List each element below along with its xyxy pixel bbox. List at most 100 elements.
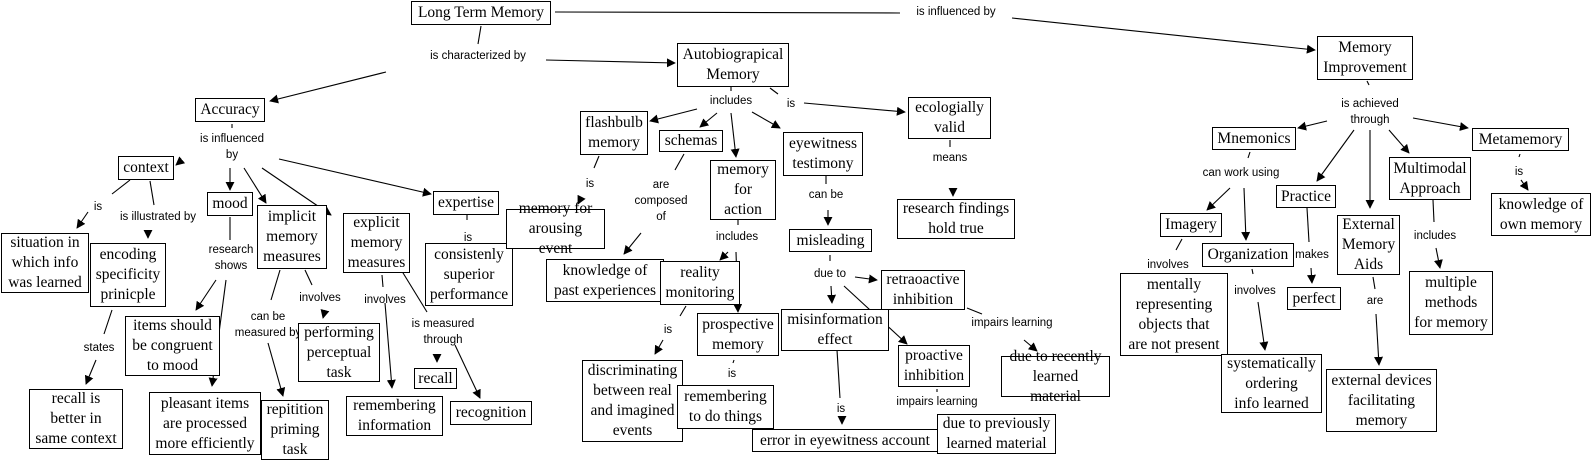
link-includes-to-multiple <box>1433 247 1443 269</box>
concept-recently-learned[interactable]: due to recently learned material <box>1001 348 1110 405</box>
link-label: is <box>836 403 846 415</box>
concept-mnemonics[interactable]: Mnemonics <box>1212 127 1296 150</box>
concept-previously-learned[interactable]: due to previously learned material <box>937 414 1056 454</box>
concept-remembering-information[interactable]: remembering information <box>346 396 443 436</box>
link-label: makes <box>1295 249 1329 261</box>
concept-retroactive-inhibition[interactable]: retraoactive inhibition <box>881 270 965 310</box>
link-label: includes <box>1413 230 1457 242</box>
link-mnemonics-to-workusing <box>1247 151 1251 159</box>
concept-knowledge-own-memory[interactable]: knowledge of own memory <box>1491 193 1591 236</box>
link-explicit-to-measured <box>399 267 428 313</box>
concept-consistently-superior[interactable]: consistenly superior performance <box>425 243 513 306</box>
link-retro-to-impairs <box>966 307 983 315</box>
link-label: is characterized by <box>430 50 526 62</box>
concept-external-memory-aids[interactable]: External Memory Aids <box>1337 215 1400 275</box>
concept-arousing-event[interactable]: memory for arousing event <box>506 200 605 257</box>
link-is-to-arousing <box>577 194 586 205</box>
link-label: is <box>585 178 595 190</box>
concept-pleasant-items[interactable]: pleasant items are processed more effici… <box>149 392 261 455</box>
link-flashbulb-to-is <box>593 155 600 169</box>
concept-accuracy[interactable]: Accuracy <box>195 98 265 122</box>
link-achieved-to-practice <box>1316 129 1355 182</box>
link-label: is <box>93 201 103 213</box>
concept-recognition[interactable]: recognition <box>450 401 532 425</box>
concept-congruent-to-mood[interactable]: items should be congruent to mood <box>125 316 220 376</box>
link-achieved-to-mnemonics <box>1297 120 1328 131</box>
link-label: is illustrated by <box>119 211 197 223</box>
concept-systematically-ordering[interactable]: systematically ordering info learned <box>1221 354 1322 413</box>
concept-proactive-inhibition[interactable]: proactive inhibition <box>898 345 970 387</box>
link-implicit-to-measured <box>270 269 281 301</box>
concept-organization[interactable]: Organization <box>1202 243 1294 267</box>
concept-perceptual-task[interactable]: performing perceptual task <box>298 323 380 382</box>
concept-mood[interactable]: mood <box>207 192 253 216</box>
link-includes-to-flashbulb <box>649 108 698 124</box>
link-metamemory-to-is <box>1518 153 1521 158</box>
link-acc-to-implicit <box>243 167 267 204</box>
link-makes-to-perfect <box>1306 267 1316 284</box>
link-achieved-to-metamemory <box>1412 117 1469 131</box>
link-characterized-to-autobio <box>545 58 676 68</box>
link-imagery-to-involves <box>1175 238 1183 251</box>
concept-reality-monitoring[interactable]: reality monitoring <box>660 261 740 305</box>
link-is-to-situation <box>76 211 89 229</box>
link-memimp-to-achieved <box>1366 80 1370 86</box>
concept-remembering-to-do[interactable]: remembering to do things <box>677 385 774 429</box>
link-label: is <box>663 324 673 336</box>
concept-multiple-methods[interactable]: multiple methods for memory <box>1409 271 1493 335</box>
link-label: is <box>1514 166 1524 178</box>
concept-discriminating-events[interactable]: discriminating between real and imagined… <box>582 360 683 442</box>
concept-context[interactable]: context <box>118 156 174 180</box>
concept-mentally-representing[interactable]: mentally representing objects that are n… <box>1120 273 1228 356</box>
concept-implicit-memory-measures[interactable]: implicit memory measures <box>257 205 327 269</box>
link-label: involves <box>1147 259 1189 271</box>
concept-schemas[interactable]: schemas <box>659 130 723 152</box>
concept-expertise[interactable]: expertise <box>433 191 499 215</box>
concept-knowledge-past[interactable]: knowledge of past experiences <box>546 259 664 302</box>
link-label: research shows <box>208 244 254 272</box>
link-prospective-to-is <box>732 359 735 364</box>
link-label: can be <box>808 189 844 201</box>
concept-memory-improvement[interactable]: Memory Improvement <box>1317 36 1413 80</box>
link-is-to-own <box>1519 179 1529 191</box>
concept-imagery[interactable]: Imagery <box>1160 213 1222 237</box>
concept-ecologically-valid[interactable]: ecologially valid <box>908 97 991 139</box>
concept-perfect[interactable]: perfect <box>1287 287 1341 310</box>
link-autobio-to-is <box>769 87 779 95</box>
concept-situation-learned[interactable]: situation in which info was learned <box>1 233 89 293</box>
concept-practice[interactable]: Practice <box>1276 185 1336 208</box>
link-are-to-devices <box>1374 313 1384 366</box>
link-achieved-to-multimodal <box>1388 129 1410 154</box>
concept-eyewitness-testimony[interactable]: eyewitness testimony <box>783 132 863 176</box>
concept-memory-for-action[interactable]: memory for action <box>710 160 776 220</box>
concept-external-devices[interactable]: external devices facilitating memory <box>1326 369 1437 432</box>
link-label: are composed of <box>634 179 688 223</box>
link-involves-to-perceptual <box>320 309 330 319</box>
concept-multimodal-approach[interactable]: Multimodal Approach <box>1389 157 1471 200</box>
concept-autobiographical-memory[interactable]: Autobiograpical Memory <box>677 43 789 87</box>
concept-prospective-memory[interactable]: prospective memory <box>697 313 779 356</box>
concept-flashbulb-memory[interactable]: flashbulb memory <box>580 111 648 155</box>
concept-repitition-priming[interactable]: repitition priming task <box>261 400 329 460</box>
link-practice-to-makes <box>1306 207 1310 243</box>
link-dueto-to-retro <box>854 274 878 284</box>
concept-recall-better[interactable]: recall is better in same context <box>29 389 123 449</box>
concept-misleading[interactable]: misleading <box>789 229 872 252</box>
link-label: is <box>463 232 473 244</box>
concept-long-term-memory[interactable]: Long Term Memory <box>411 1 551 25</box>
concept-explicit-memory-measures[interactable]: explicit memory measures <box>343 213 410 273</box>
link-external-to-are <box>1372 276 1376 290</box>
link-label: includes <box>709 95 753 107</box>
concept-encoding-specificity[interactable]: encoding specificity prinicple <box>90 243 166 307</box>
concept-research-findings[interactable]: research findings hold true <box>897 199 1015 239</box>
concept-misinformation-effect[interactable]: misinformation effect <box>781 309 889 351</box>
link-label: is influenced by <box>916 6 996 18</box>
concept-metamemory[interactable]: Metamemory <box>1472 128 1569 151</box>
link-label: can work using <box>1202 167 1280 179</box>
link-is-to-discriminating <box>654 339 664 355</box>
link-label: impairs learning <box>971 317 1053 329</box>
concept-recall[interactable]: recall <box>414 368 457 389</box>
concept-error-eyewitness[interactable]: error in eyewitness account <box>752 429 938 452</box>
link-research-to-congruent <box>195 279 217 311</box>
